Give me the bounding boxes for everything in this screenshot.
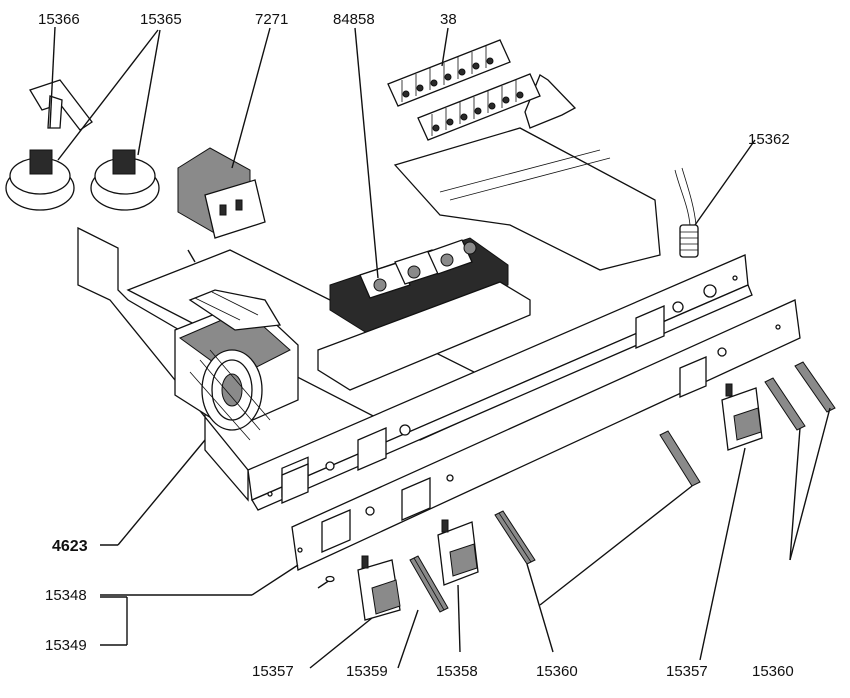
leader-lines	[49, 26, 831, 669]
lamp-15360-right-a	[764, 377, 806, 431]
label-15365: 15365	[140, 11, 182, 28]
label-38: 38	[440, 11, 457, 28]
label-15348: 15348	[45, 587, 87, 604]
label-15357-right: 15357	[666, 663, 708, 680]
sensor-15362	[674, 167, 699, 258]
label-15358: 15358	[436, 663, 478, 680]
switch-15358	[437, 519, 479, 586]
fascia-plate-15348	[291, 299, 801, 589]
switch-block-84858	[317, 237, 531, 391]
label-15359: 15359	[346, 663, 388, 680]
label-15349: 15349	[45, 637, 87, 654]
label-15360-center: 15360	[536, 663, 578, 680]
switch-15357-left	[357, 555, 401, 621]
front-panel-4623	[247, 254, 753, 511]
lamp-15360-right-b	[794, 361, 836, 413]
hose-tee-15366	[29, 79, 93, 131]
label-4623: 4623	[52, 538, 88, 555]
label-7271: 7271	[255, 11, 288, 28]
relay-7271	[177, 147, 266, 263]
label-15360-right: 15360	[752, 663, 794, 680]
pressure-switches-15365	[5, 149, 160, 211]
part-labels: 15366 15365 7271 84858 38 15362 4623 153…	[38, 11, 794, 680]
connector-strips-38	[387, 39, 541, 141]
label-15357-left: 15357	[252, 663, 294, 680]
lamp-15360-upper	[659, 430, 701, 487]
label-84858: 84858	[333, 11, 375, 28]
label-15362: 15362	[748, 131, 790, 148]
label-15366: 15366	[38, 11, 80, 28]
programmer-timer	[174, 289, 299, 441]
lamp-15359	[409, 555, 449, 613]
switch-15357-right	[721, 383, 763, 451]
lamp-15360-center	[494, 510, 536, 565]
